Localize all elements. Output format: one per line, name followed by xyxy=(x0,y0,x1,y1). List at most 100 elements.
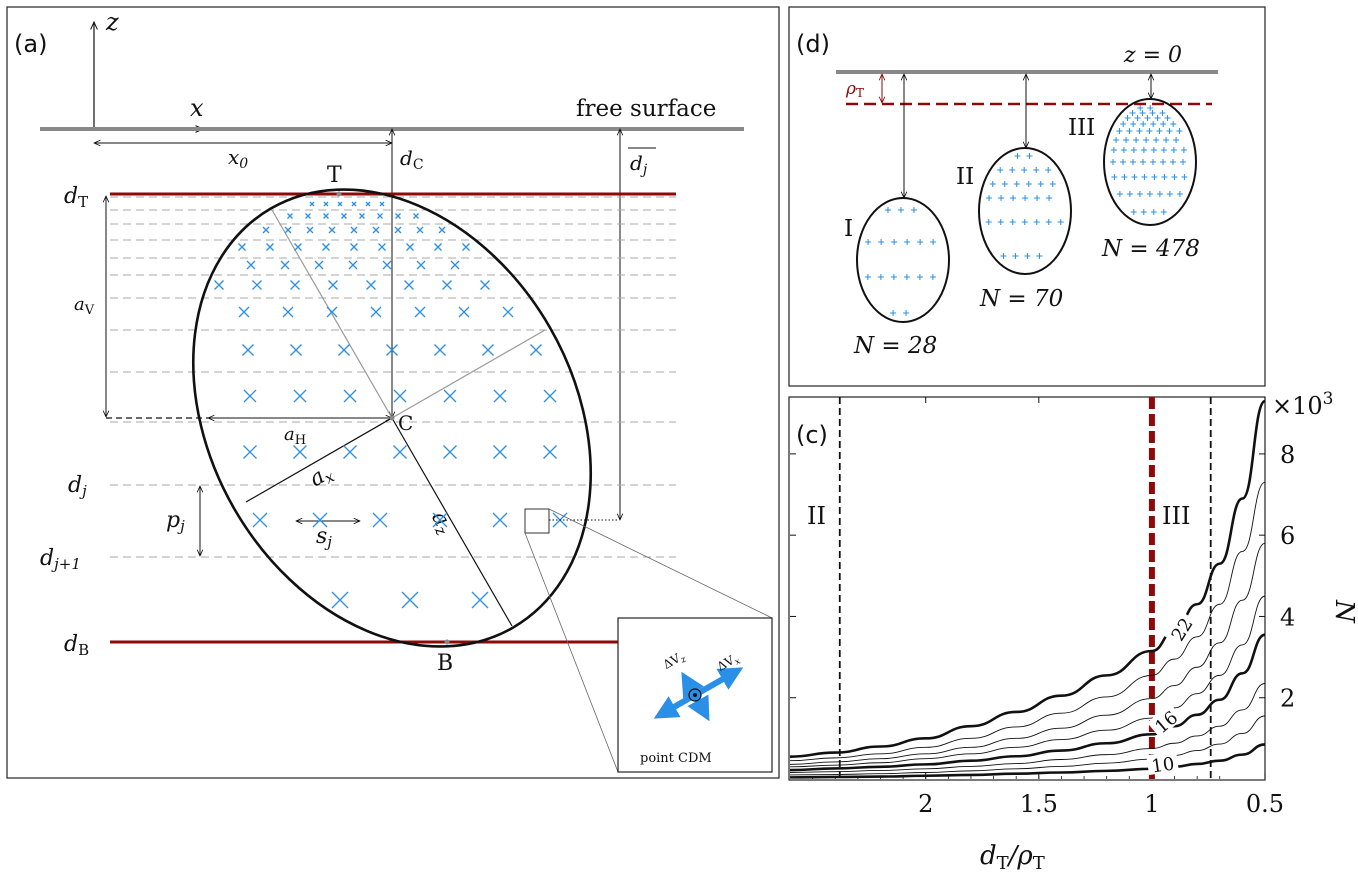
panel-a-frame xyxy=(6,6,780,779)
cdm-cross xyxy=(243,389,257,403)
panel-c-label: (c) xyxy=(796,421,828,449)
cdm-plus xyxy=(1153,137,1160,143)
cdm-cross xyxy=(416,226,424,234)
point-cdm-inset: ΔVz ΔVx point CDM xyxy=(617,617,773,773)
cdm-cross xyxy=(284,226,292,234)
ellipse-III-count: N = 478 xyxy=(1101,236,1200,262)
cdm-cross xyxy=(323,201,329,207)
cdm-cross xyxy=(252,512,268,528)
cdm-cross xyxy=(351,201,357,207)
ellipse-I-count: N = 28 xyxy=(853,333,937,359)
cdm-plus xyxy=(929,274,936,280)
cdm-plus xyxy=(1131,174,1138,180)
ellipse-I xyxy=(856,197,950,323)
cdm-plus xyxy=(1147,105,1154,111)
cdm-plus xyxy=(1037,181,1044,187)
series-line-5 xyxy=(790,633,1266,772)
ax-axis xyxy=(245,417,393,503)
cdm-cross xyxy=(280,260,290,270)
cdm-plus xyxy=(1136,128,1143,134)
cdm-cross xyxy=(305,213,311,219)
cdm-cross xyxy=(341,213,347,219)
cdm-plus xyxy=(1026,153,1033,159)
cdm-plus xyxy=(1171,174,1178,180)
top-point-label: T xyxy=(327,163,342,188)
cdm-cross xyxy=(350,243,358,251)
d-cdm-points xyxy=(864,105,1188,316)
cdm-plus xyxy=(1180,159,1186,165)
cdm-plus xyxy=(1000,253,1007,259)
cdm-plus xyxy=(1136,191,1143,197)
cdm-cross xyxy=(266,243,274,251)
cdm-cross xyxy=(306,226,314,234)
y-axis-label: N xyxy=(1329,599,1358,624)
cdm-plus xyxy=(1150,159,1156,165)
cdm-plus xyxy=(910,207,917,213)
cdm-cross xyxy=(416,260,426,270)
y-tick-label: 8 xyxy=(1280,441,1295,469)
cdm-plus xyxy=(890,310,897,316)
cdm-plus xyxy=(1120,159,1126,165)
inset-center-dot xyxy=(693,693,697,697)
cdm-plus xyxy=(1110,147,1117,153)
panel-a: (a) z x free surface x0 dC dj xyxy=(6,6,780,779)
cdm-cross xyxy=(434,344,446,356)
cdm-plus xyxy=(1149,110,1156,116)
cdm-plus xyxy=(1013,181,1020,187)
cdm-plus xyxy=(1170,159,1176,165)
cdm-cross xyxy=(471,591,489,609)
cdm-points xyxy=(214,201,568,609)
cdm-cross xyxy=(393,389,407,403)
series-line-8 xyxy=(790,743,1266,779)
center-point xyxy=(389,415,395,421)
cdm-cross xyxy=(238,243,246,251)
cdm-plus xyxy=(1021,167,1028,173)
ellipse-III-roman: III xyxy=(1068,115,1095,141)
panel-d-label: (d) xyxy=(796,30,830,58)
panel-d: (d) z = 0 ρT I II III N = 28 N = 70 N = … xyxy=(788,6,1266,387)
ellipse-III xyxy=(1103,98,1197,226)
cdm-plus xyxy=(1057,219,1064,225)
cdm-plus xyxy=(1033,167,1040,173)
cdm-plus xyxy=(890,274,897,280)
cdm-plus xyxy=(1116,191,1123,197)
x0-label: x0 xyxy=(228,145,248,172)
cdm-cross xyxy=(382,260,392,270)
cdm-cross xyxy=(458,306,470,318)
y-tick-label: 4 xyxy=(1280,603,1295,631)
cdm-cross xyxy=(282,306,294,318)
curve-label-bg xyxy=(1164,610,1197,647)
cdm-cross xyxy=(293,389,307,403)
cdm-cross xyxy=(328,226,336,234)
cdm-cross xyxy=(328,280,338,290)
zoom-leader-bottom xyxy=(524,532,619,773)
cdm-cross xyxy=(314,260,324,270)
region-II-label: II xyxy=(807,502,826,530)
az-upper-axis xyxy=(271,209,393,419)
cdm-plus xyxy=(1160,121,1167,127)
cdm-cross xyxy=(343,389,357,403)
cdm-plus xyxy=(1113,137,1120,143)
cdm-cross xyxy=(404,280,414,290)
dT-label: dT xyxy=(64,184,88,211)
sj-label: sj xyxy=(316,524,332,551)
cdm-cross xyxy=(377,213,383,219)
free-surface-label: free surface xyxy=(576,96,716,122)
cdm-plus xyxy=(1124,115,1131,121)
cdm-plus xyxy=(1001,181,1008,187)
rhoT-label: ρT xyxy=(845,79,864,100)
cdm-cross xyxy=(348,260,358,270)
az-label: az xyxy=(424,507,458,539)
cdm-plus xyxy=(897,207,904,213)
cdm-plus xyxy=(1140,121,1147,127)
cdm-cross xyxy=(493,389,507,403)
cdm-plus xyxy=(1130,147,1137,153)
cdm-plus xyxy=(904,239,911,245)
cdm-plus xyxy=(1036,253,1043,259)
cdm-plus xyxy=(916,274,923,280)
cdm-plus xyxy=(1121,174,1128,180)
cdm-plus xyxy=(903,274,910,280)
